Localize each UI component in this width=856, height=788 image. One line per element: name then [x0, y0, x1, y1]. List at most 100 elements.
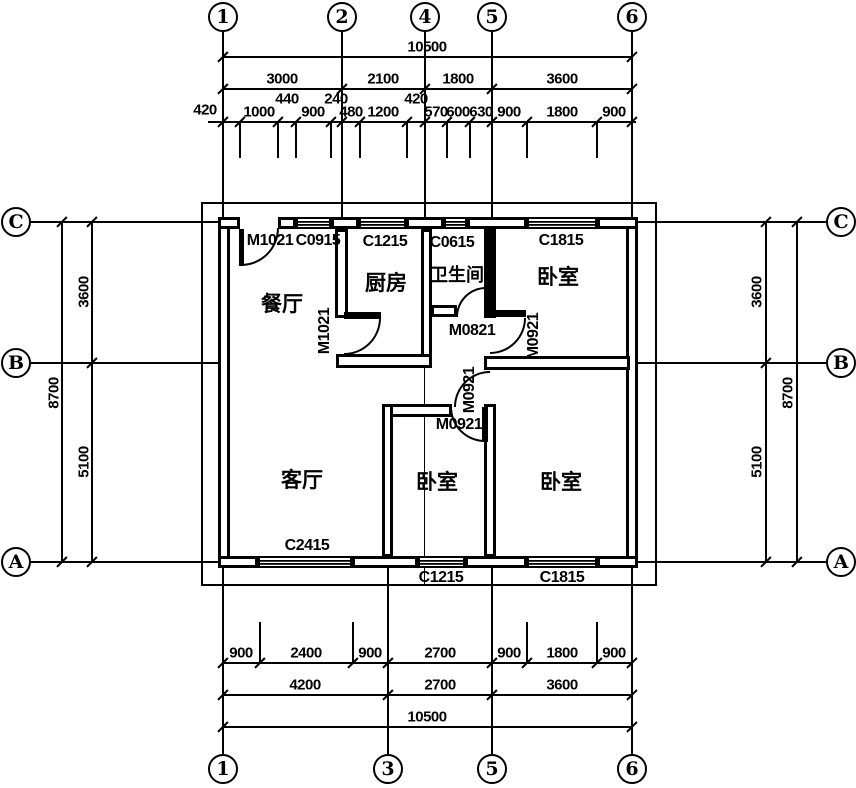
axis-line-top	[424, 32, 426, 217]
dim-bottom-minor-6: 900	[602, 644, 626, 662]
dim-extension-top	[469, 122, 471, 158]
dim-top-minor-9: 600	[446, 103, 470, 121]
axis-bubble-top: 1	[208, 2, 238, 32]
wall-exterior-left	[218, 217, 230, 568]
window-c1215-top	[359, 217, 406, 229]
room-label-bath: 卫生间	[430, 265, 484, 285]
wall-top-seg	[597, 217, 638, 229]
room-label-dining: 餐厅	[261, 293, 303, 316]
dim-left-3600: 3600	[75, 276, 93, 308]
dim-top-minor-13: 900	[602, 103, 626, 121]
door-leaf-bedroom-ne	[490, 310, 526, 317]
dim-top-major-0: 3000	[266, 70, 298, 88]
axis-line-top	[222, 32, 224, 217]
label-win-c0915: C0915	[295, 232, 341, 249]
dim-extension-bottom	[259, 622, 261, 663]
dim-extension-top	[359, 122, 361, 158]
room-label-living: 客厅	[281, 469, 323, 492]
wall-axis5-upper	[484, 229, 496, 318]
label-win-c1815-bottom: C1815	[539, 569, 585, 586]
dim-bottom-major-0: 4200	[289, 676, 321, 694]
axis-bubble-left: C	[1, 207, 31, 237]
axis-bubble-right: B	[826, 348, 856, 378]
dim-extension-bottom	[526, 622, 528, 663]
dim-line-bottom-major	[223, 694, 632, 696]
axis-line-top	[341, 32, 343, 217]
dim-line-right-total	[796, 222, 798, 562]
dim-top-total: 10500	[407, 38, 447, 56]
wall-top-seg	[218, 217, 240, 229]
dim-top-minor-0: 420	[193, 101, 217, 119]
dim-line-bottom-total	[223, 726, 632, 728]
label-kitchen-door: M1021	[316, 307, 333, 355]
dim-line-left-total	[61, 222, 63, 562]
axis-bubble-left: B	[1, 348, 31, 378]
dim-top-minor-11: 900	[497, 103, 521, 121]
dim-bottom-minor-0: 900	[229, 644, 253, 662]
dim-extension-top	[295, 122, 297, 158]
dim-bottom-minor-5: 1800	[546, 644, 578, 662]
dim-left-5100: 5100	[75, 446, 93, 478]
wall-bedroom-s-west	[382, 404, 393, 557]
wall-bottom-seg	[465, 556, 527, 568]
dim-bottom-minor-3: 2700	[424, 644, 456, 662]
axis-line-left	[31, 561, 218, 563]
window-c1815-bottom	[527, 556, 597, 568]
wall-b-east	[484, 356, 630, 370]
dim-top-minor-8: 570	[424, 103, 448, 121]
dim-bottom-minor-1: 2400	[290, 644, 322, 662]
room-label-bedroom-ne: 卧室	[537, 266, 579, 289]
dim-extension-top	[406, 122, 408, 158]
dim-bottom-minor-4: 900	[497, 644, 521, 662]
wall-top-seg	[278, 217, 296, 229]
window-c0615	[444, 217, 467, 229]
dim-top-minor-7: 420	[404, 90, 428, 108]
label-win-c2415: C2415	[284, 537, 330, 554]
dim-left-8700: 8700	[45, 377, 63, 409]
axis-bubble-bottom: 6	[617, 754, 647, 784]
dim-top-minor-1: 1000	[243, 103, 275, 121]
axis-bubble-top: 4	[410, 2, 440, 32]
dim-extension-bottom	[352, 622, 354, 663]
dim-top-minor-6: 1200	[367, 103, 399, 121]
dim-line-left-inner	[91, 222, 93, 562]
dim-extension-top	[330, 122, 332, 158]
axis-bubble-top: 6	[617, 2, 647, 32]
axis-bubble-bottom: 1	[208, 754, 238, 784]
wall-top-seg	[467, 217, 527, 229]
wall-bottom-seg	[597, 556, 638, 568]
label-win-c1215-top: C1215	[362, 233, 408, 250]
axis-bubble-bottom: 3	[373, 754, 403, 784]
label-bedroom-se-door: M0921	[461, 366, 478, 414]
room-label-bedroom-s: 卧室	[416, 471, 458, 494]
room-label-kitchen: 厨房	[365, 272, 407, 295]
label-bedroom-ne-door: M0921	[525, 312, 542, 360]
dim-top-minor-2: 440	[275, 90, 299, 108]
axis-bubble-top: 5	[477, 2, 507, 32]
axis-bubble-right: A	[826, 547, 856, 577]
dim-extension-top	[526, 122, 528, 158]
axis-line-right	[638, 362, 826, 364]
plan-outer-border	[201, 202, 657, 586]
dim-top-minor-12: 1800	[546, 103, 578, 121]
wall-axis5-lower	[484, 404, 496, 557]
dim-top-minor-3: 900	[301, 103, 325, 121]
dim-extension-top	[277, 122, 279, 158]
window-c2415	[258, 556, 352, 568]
axis-line-4-through-plan	[424, 217, 425, 586]
dim-line-top-total	[223, 56, 632, 58]
dim-right-3600: 3600	[748, 276, 766, 308]
dim-line-bottom-minor	[223, 662, 632, 664]
dim-extension-bottom	[596, 622, 598, 663]
dim-top-major-3: 3600	[546, 70, 578, 88]
dim-top-major-1: 2100	[367, 70, 399, 88]
window-c0915	[296, 217, 331, 229]
dim-extension-top	[239, 122, 241, 158]
room-label-bedroom-se: 卧室	[540, 471, 582, 494]
dim-line-top-major	[223, 88, 632, 90]
label-bedroom-s-door: M0921	[435, 416, 483, 433]
axis-bubble-top: 2	[327, 2, 357, 32]
dim-top-minor-4: 240	[324, 90, 348, 108]
axis-bubble-bottom: 5	[477, 754, 507, 784]
